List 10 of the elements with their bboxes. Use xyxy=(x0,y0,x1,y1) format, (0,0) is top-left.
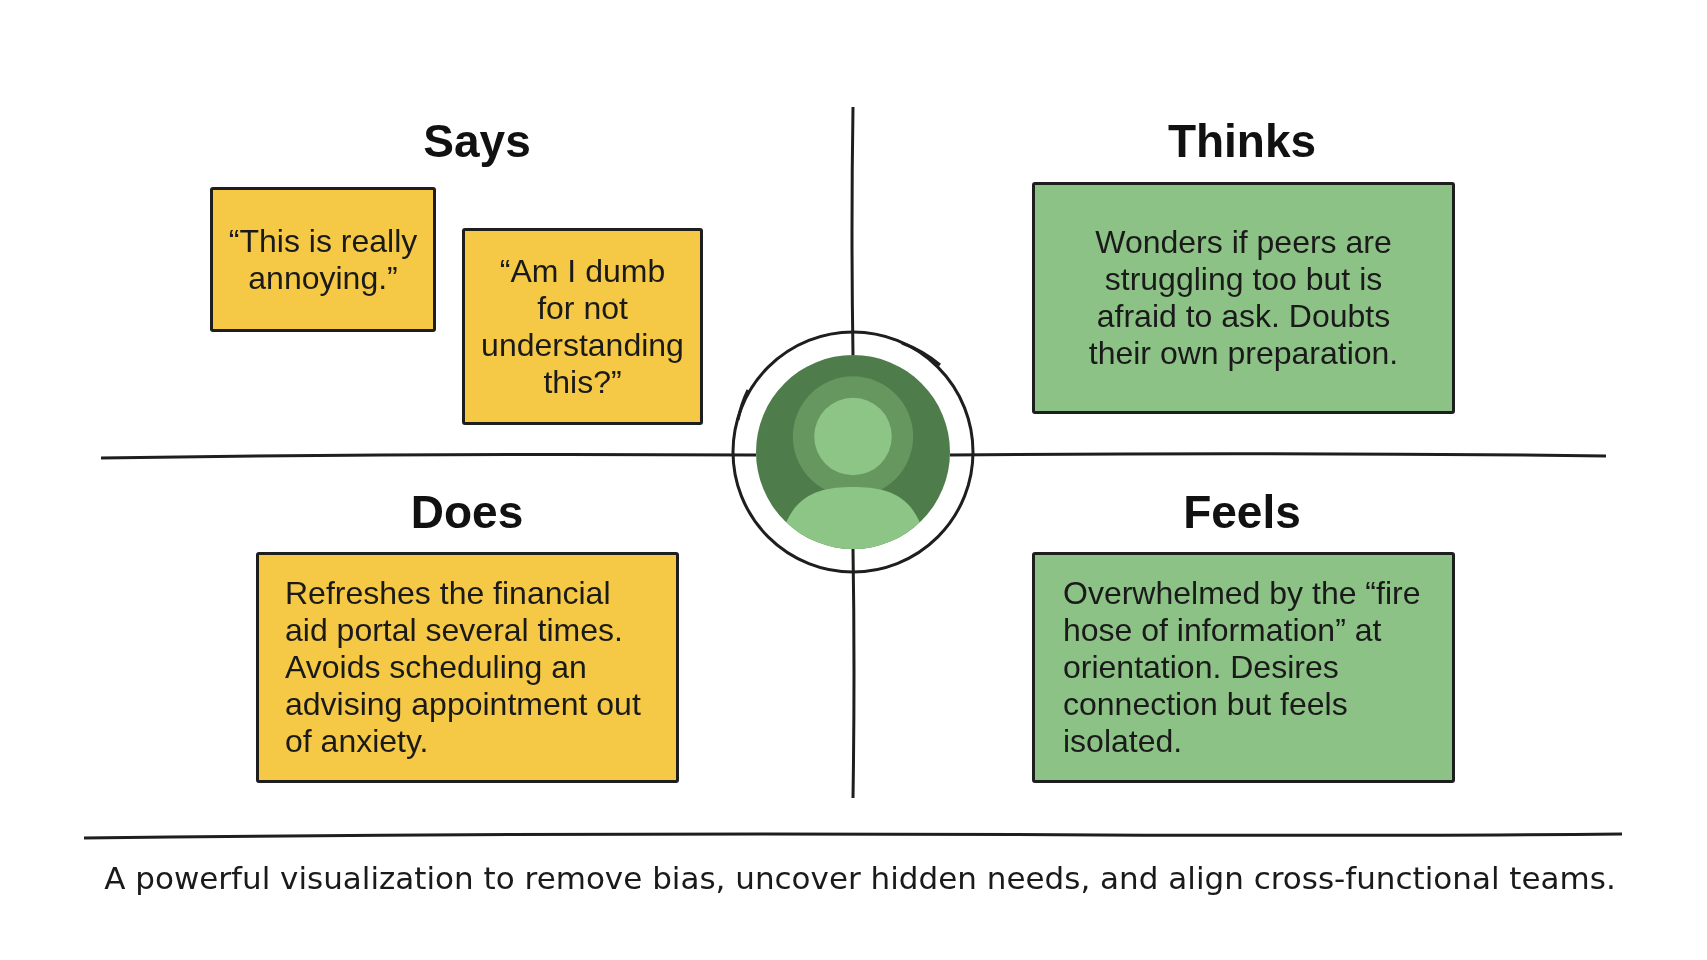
caption: A powerful visualization to remove bias, uncover hidden needs, and align cross-functional teams. xyxy=(104,860,1616,898)
quadrant-heading: Thinks xyxy=(1167,118,1317,164)
sticky-note: Refreshes the financial aid portal several times. Avoids scheduling an advising appointment out of anxiety. xyxy=(256,552,679,783)
sticky-note: “This is really annoying.” xyxy=(210,187,436,332)
sticky-note: Overwhelmed by the “fire hose of information” at orientation. Desires connection but feels isolated. xyxy=(1032,552,1455,783)
quadrant-heading: Feels xyxy=(1183,489,1301,535)
sticky-note: “Am I dumb for not understanding this?” xyxy=(462,228,703,425)
quadrant-heading: Does xyxy=(410,489,524,535)
person-silhouette-icon xyxy=(756,355,950,549)
sticky-note: Wonders if peers are struggling too but is afraid to ask. Doubts their own preparation. xyxy=(1032,182,1455,414)
